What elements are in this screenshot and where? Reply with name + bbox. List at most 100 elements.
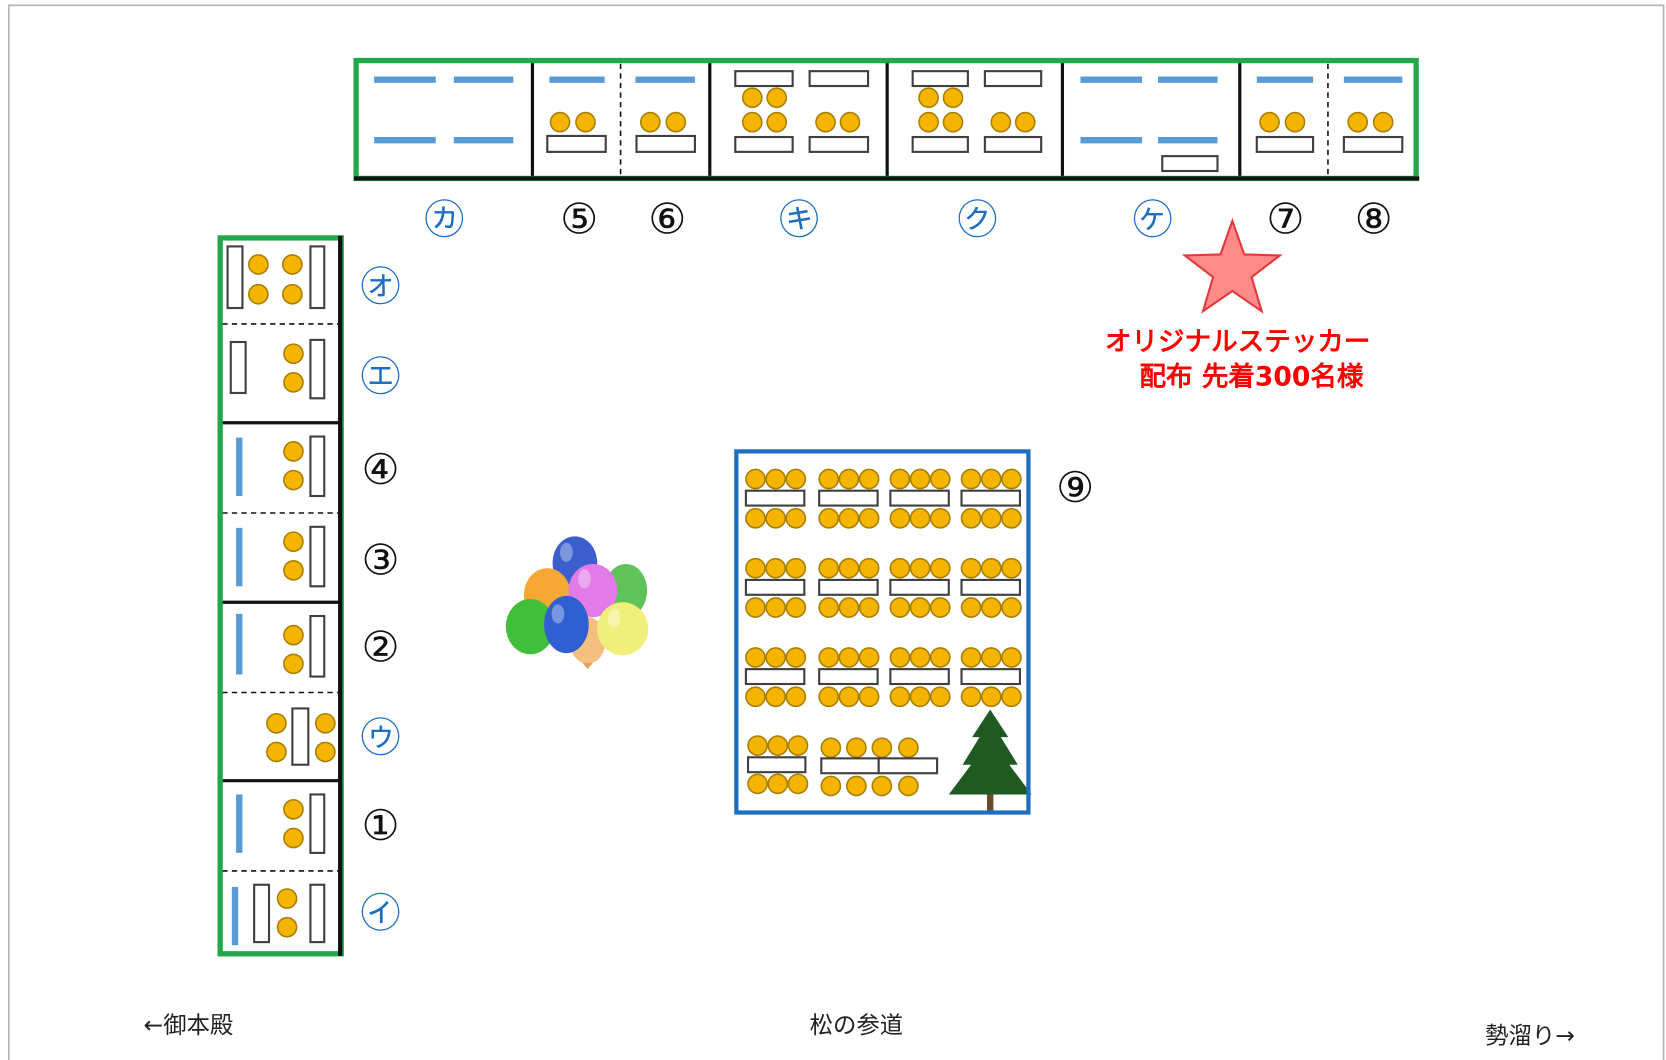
- booth-ki: [734, 70, 870, 153]
- seat-circle: [960, 507, 982, 529]
- seat-circle: [858, 647, 880, 668]
- seat-circle: [282, 254, 303, 275]
- seat-circle: [839, 111, 861, 133]
- seat-circle: [785, 686, 807, 708]
- top-booth-row: [353, 57, 1420, 182]
- table-rect: [983, 135, 1043, 153]
- balloon: [544, 595, 589, 654]
- booth-label-u: ㋒: [360, 715, 400, 762]
- seat-circle: [929, 647, 951, 668]
- balloon-highlight: [578, 569, 591, 589]
- seat-circle: [909, 647, 931, 668]
- seat-circle: [929, 597, 951, 618]
- seat-circle: [1284, 111, 1306, 133]
- seat-circle: [1259, 111, 1280, 133]
- seat-circle: [1347, 111, 1369, 133]
- table-rect: [818, 668, 879, 686]
- booth-ka: [374, 76, 514, 144]
- seat-circle: [282, 283, 303, 305]
- seat-circle: [283, 560, 304, 581]
- seat-circle: [818, 647, 840, 668]
- seating-cluster: [889, 468, 951, 529]
- seat-circle: [858, 557, 880, 579]
- direction-left: ←御本殿: [144, 1011, 234, 1039]
- seat-circle: [960, 597, 982, 618]
- seat-circle: [283, 469, 304, 491]
- booth-6: [635, 76, 696, 153]
- seat-circle: [765, 468, 787, 490]
- seat-circle: [909, 597, 931, 618]
- table-rect: [746, 756, 807, 774]
- seat-circle: [858, 507, 880, 529]
- table-rect: [309, 614, 326, 678]
- seat-circle: [283, 531, 304, 553]
- table-rect: [1255, 135, 1315, 153]
- seat-circle: [818, 468, 840, 490]
- seating-cluster: [744, 557, 807, 618]
- seat-circle: [929, 557, 951, 579]
- table-rect: [253, 883, 271, 944]
- seat-circle: [820, 737, 842, 759]
- table-rect: [808, 70, 870, 88]
- seat-circle: [785, 597, 807, 618]
- seat-circle: [871, 737, 893, 759]
- seat-circle: [980, 507, 1002, 529]
- seat-circle: [909, 468, 931, 490]
- booth-label-ku: ㋗: [957, 196, 997, 243]
- plaza-border: [734, 449, 1031, 815]
- seat-circle: [909, 507, 931, 529]
- table-rect: [309, 883, 326, 944]
- table-rect: [309, 338, 326, 400]
- table-rect: [635, 134, 696, 153]
- seat-circle: [766, 111, 788, 133]
- table-rect: [960, 489, 1021, 507]
- booth-label-4: ④: [361, 446, 399, 495]
- seat-circle: [785, 647, 807, 668]
- seat-circle: [889, 507, 911, 529]
- top-row-labels: ㋕ ⑤ ⑥ ㋖ ㋗ ㋘ ⑦ ⑧: [424, 195, 1393, 244]
- seat-circle: [846, 737, 867, 759]
- seat-circle: [766, 87, 788, 109]
- seat-circle: [745, 557, 766, 579]
- booth-label-8: ⑧: [1355, 195, 1393, 244]
- seat-circle: [549, 111, 571, 133]
- booth-label-ke: ㋘: [1133, 196, 1173, 243]
- table-rect: [546, 134, 607, 153]
- seat-circle: [871, 775, 893, 797]
- table-rect: [309, 245, 326, 310]
- seat-circle: [889, 557, 911, 579]
- seating-cluster: [818, 468, 880, 529]
- seat-circle: [1001, 507, 1022, 529]
- seat-circle: [909, 686, 931, 708]
- balloons-icon: [505, 536, 649, 670]
- balloon-highlight: [560, 542, 573, 562]
- left-column-labels: ㋔ ㋓ ④ ③ ② ㋒ ① ㋑: [360, 263, 400, 937]
- table-rect: [889, 578, 950, 596]
- table-rect: [818, 578, 879, 596]
- seat-circle: [248, 254, 269, 275]
- booth-9-plaza: [734, 449, 1032, 815]
- plaza-seating: [744, 468, 1022, 797]
- booth-1: [236, 793, 326, 854]
- direction-center: 松の参道: [810, 1011, 903, 1039]
- booth-3: [236, 525, 326, 588]
- seat-circle: [248, 283, 269, 305]
- seat-circle: [785, 557, 807, 579]
- booth-label-e: ㋓: [360, 354, 400, 401]
- left-booth-column: [217, 235, 344, 957]
- seat-circle: [898, 737, 919, 759]
- star-icon: [1181, 217, 1283, 314]
- seat-circle: [980, 647, 1002, 668]
- seating-cluster: [889, 647, 951, 708]
- seat-circle: [741, 87, 763, 109]
- table-rect: [309, 435, 326, 498]
- seat-circle: [787, 773, 809, 795]
- seat-circle: [1001, 468, 1022, 490]
- booth-ke: [1080, 76, 1219, 173]
- seat-circle: [741, 111, 763, 133]
- seating-cluster: [818, 647, 880, 708]
- seat-circle: [785, 468, 807, 490]
- seat-circle: [765, 597, 787, 618]
- page-frame: [7, 4, 1665, 1060]
- seating-cluster: [818, 557, 880, 618]
